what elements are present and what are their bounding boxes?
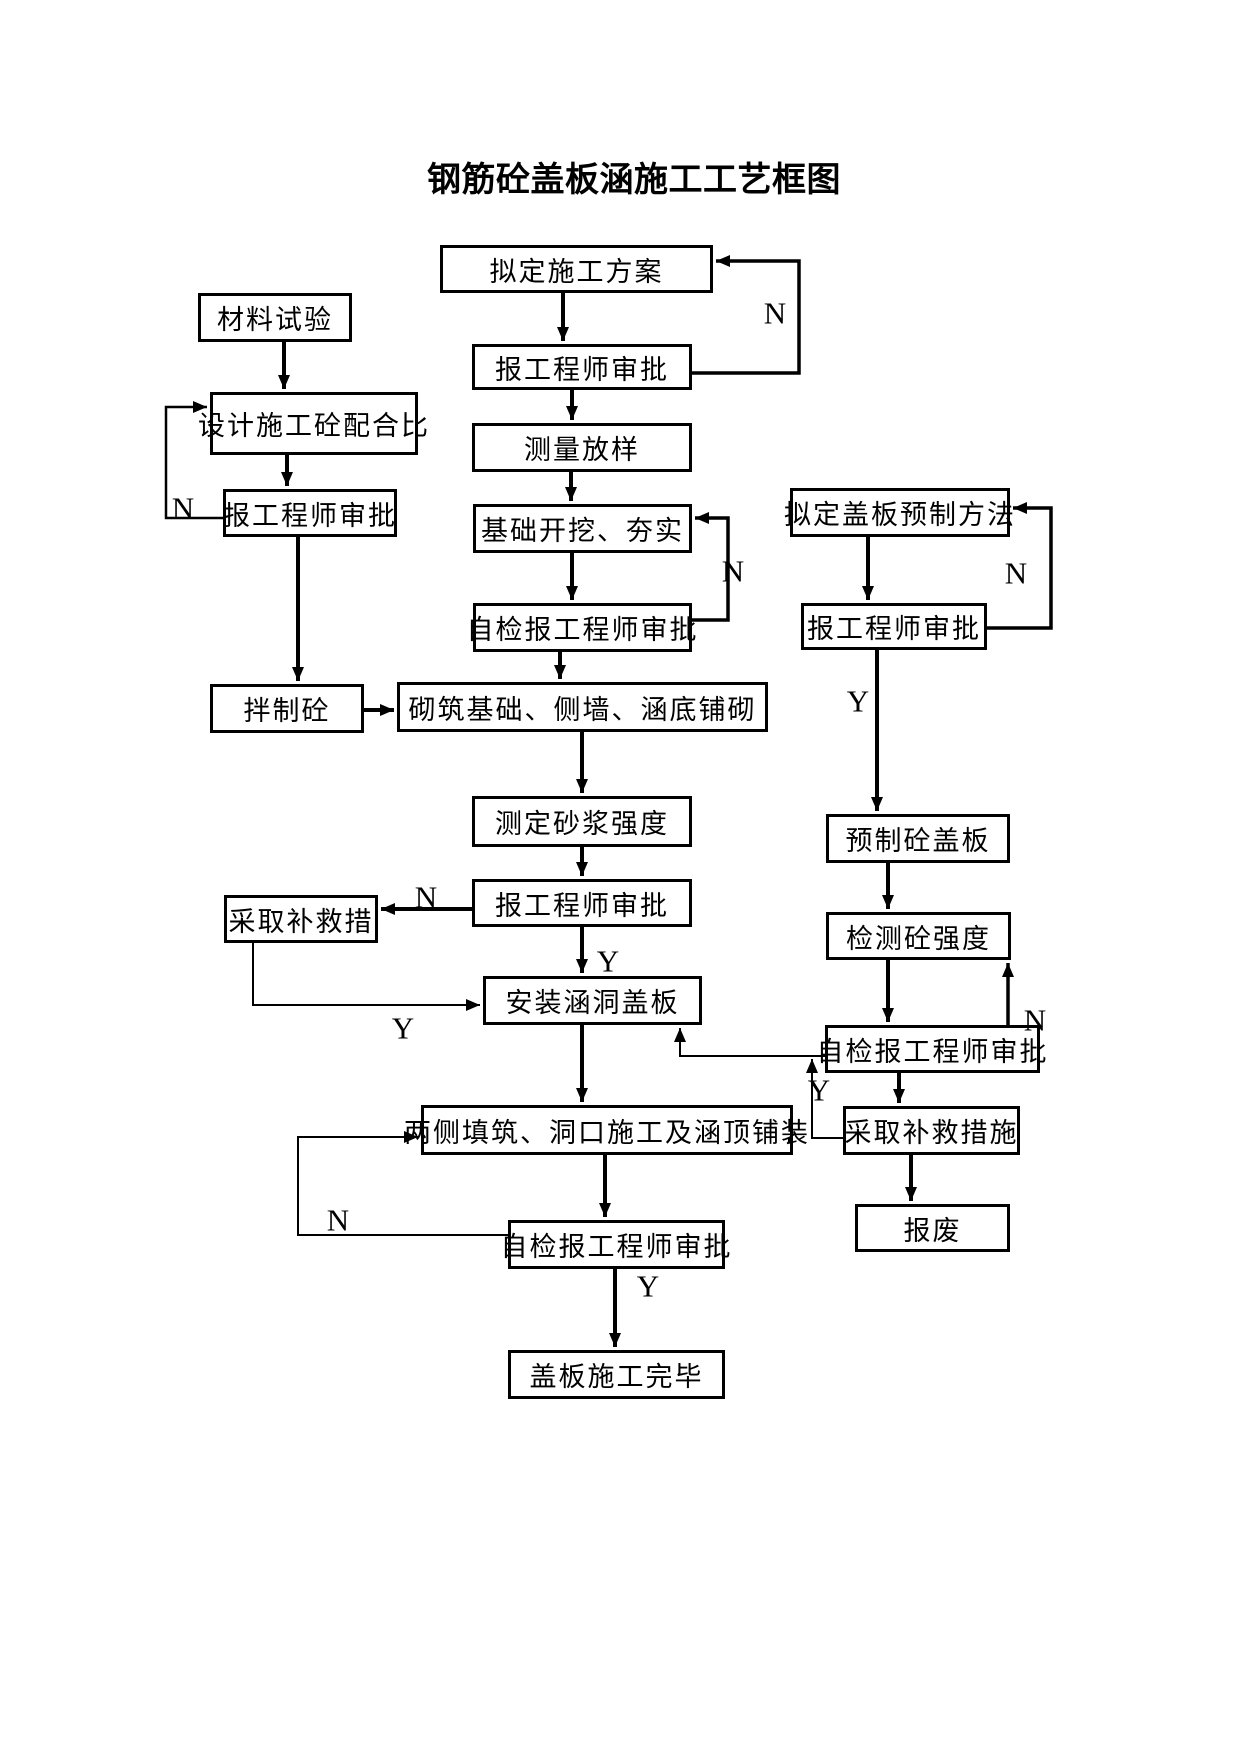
loop-remedyleft-to-installslab xyxy=(252,943,480,1011)
node-draft-plan: 拟定施工方案 xyxy=(440,245,713,293)
node-approval-mortar: 报工程师审批 xyxy=(472,879,692,927)
label-n-self-check-right: N xyxy=(1023,1002,1047,1038)
label-n-approval-top: N xyxy=(763,295,787,331)
label-n-approval-left: N xyxy=(171,490,195,526)
node-excavation: 基础开挖、夯实 xyxy=(473,504,692,553)
node-precast-slab: 预制砼盖板 xyxy=(826,814,1010,863)
label-n-self-check-bottom: N xyxy=(326,1202,350,1238)
node-self-check-right: 自检报工程师审批 xyxy=(817,1025,1047,1073)
label-y-remedy-left: Y xyxy=(391,1010,415,1046)
node-self-check-bottom: 自检报工程师审批 xyxy=(501,1220,731,1269)
label-y-approval-right: Y xyxy=(846,683,870,719)
page-title: 钢筋砼盖板涵施工工艺框图 xyxy=(427,161,841,199)
node-complete: 盖板施工完毕 xyxy=(508,1350,725,1399)
loop-approvaltop-to-draftplan xyxy=(692,255,801,375)
loop-selfcheckright-to-installslab xyxy=(674,1028,825,1057)
node-masonry: 砌筑基础、侧墙、涵底铺砌 xyxy=(397,682,768,732)
node-mortar-strength: 测定砂浆强度 xyxy=(472,796,692,847)
loop-approvalright-to-precastmethod xyxy=(987,502,1053,630)
node-self-check-mid: 自检报工程师审批 xyxy=(467,603,697,652)
node-approval-left: 报工程师审批 xyxy=(223,489,397,537)
node-install-slab: 安装涵洞盖板 xyxy=(483,976,702,1025)
node-mix-concrete: 拌制砼 xyxy=(210,684,364,733)
node-remedy-right: 采取补救措施 xyxy=(843,1106,1020,1155)
loop-approvalleft-to-mixdesign xyxy=(164,401,223,520)
node-backfill: 两侧填筑、洞口施工及涵顶铺装 xyxy=(404,1105,808,1155)
node-approval-top: 报工程师审批 xyxy=(472,344,692,390)
loop-remedyright-merge xyxy=(806,1059,843,1139)
node-mix-design: 设计施工砼配合比 xyxy=(198,392,428,455)
label-n-self-check-mid: N xyxy=(721,553,745,589)
node-remedy-left: 采取补救措 xyxy=(224,895,378,943)
label-y-approval-mortar: Y xyxy=(596,943,620,979)
label-n-approval-mortar: N xyxy=(414,879,438,915)
node-approval-right: 报工程师审批 xyxy=(801,603,987,650)
label-y-self-check-bottom: Y xyxy=(636,1268,660,1304)
label-n-approval-right: N xyxy=(1004,555,1028,591)
node-survey: 测量放样 xyxy=(472,423,692,472)
node-strength-check: 检测砼强度 xyxy=(826,912,1011,960)
loop-selfcheckmid-to-excavation xyxy=(692,512,730,622)
node-material-test: 材料试验 xyxy=(198,293,352,342)
label-y-self-check-right: Y xyxy=(807,1072,831,1108)
node-scrap: 报废 xyxy=(855,1204,1010,1252)
loop-selfcheckbottom-to-backfill xyxy=(297,1131,508,1236)
node-precast-method: 拟定盖板预制方法 xyxy=(784,488,1014,537)
